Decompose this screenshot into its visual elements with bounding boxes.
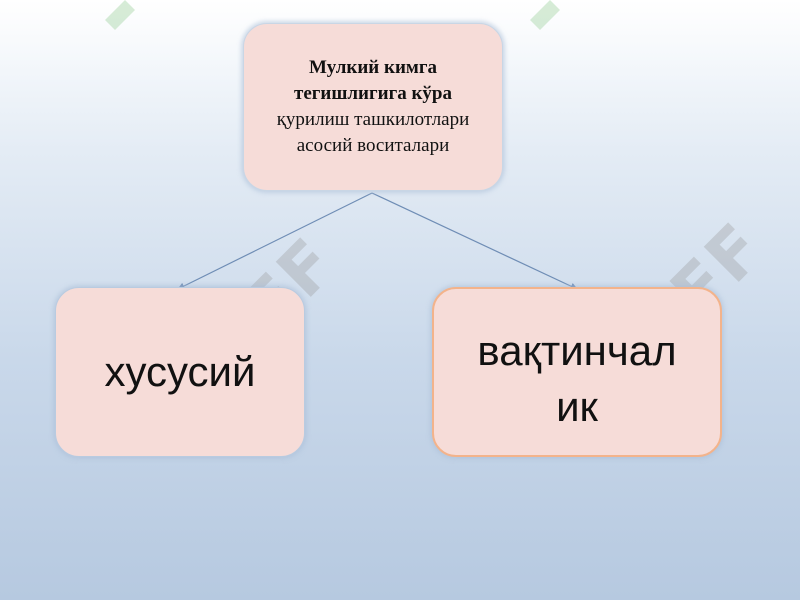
node-right-line1: вақтинчал	[477, 327, 677, 374]
node-top-bold-line1: Мулкий кимга	[309, 57, 437, 78]
node-top-line4: асосий воситалари	[296, 135, 450, 156]
connector-left	[177, 192, 373, 290]
connector-right	[371, 192, 578, 290]
node-left: хусусий	[55, 287, 305, 457]
node-top: Мулкий кимга тегишлигига кўра қурилиш та…	[243, 23, 503, 191]
node-left-label: хусусий	[104, 348, 256, 395]
node-right: вақтинчал ик	[432, 287, 722, 457]
node-right-line2: ик	[556, 383, 598, 430]
node-top-bold-line2: тегишлигига кўра	[294, 83, 452, 104]
node-top-line3: қурилиш ташкилотлари	[276, 109, 470, 130]
